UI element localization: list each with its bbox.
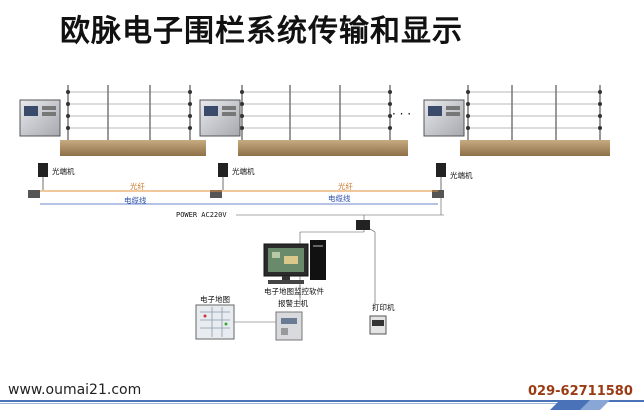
computer-workstation [263,240,326,284]
converter-label: 光端机 [52,166,75,176]
energizer-box [423,99,465,137]
software-label: 电子地图监控软件 [264,286,324,296]
connection-lines [40,177,444,323]
energizer-box [19,99,61,137]
fence-section-1 [19,85,206,198]
map-label: 电子地图 [200,294,230,304]
ellipsis: · · · [392,107,411,121]
printer-label: 打印机 [372,302,395,312]
optical-converter [436,163,446,177]
electronic-map [195,304,235,340]
converter-label: 光端机 [450,170,473,180]
fence-section-2 [199,85,408,198]
cable-label: 电缆线 [124,195,147,205]
optical-converter [218,163,228,177]
fence-ground [238,140,408,156]
converter-label: 光端机 [232,166,255,176]
keyboard [268,280,304,284]
alarm-host [275,311,303,341]
optical-converter [38,163,48,177]
energizer-box [199,99,241,137]
junction-box [28,190,40,198]
junction-box [432,190,444,198]
printer [369,315,387,335]
cable-label: 电缆线 [328,193,351,203]
fence-ground [60,140,206,156]
website-url: www.oumai21.com [8,382,142,398]
fiber-label: 光纤 [338,181,353,191]
fence-section-3 [423,85,610,198]
central-converter [356,220,370,230]
fence-ground [460,140,610,156]
fiber-label: 光纤 [130,181,145,191]
phone-number: 029-62711580 [528,384,633,399]
computer-tower [310,240,326,280]
footer-accent-bar [0,400,644,410]
junction-box [210,190,222,198]
alarm-host-label: 报警主机 [278,298,308,308]
power-label: POWER AC220V [176,211,227,219]
page-title: 欧脉电子围栏系统传输和显示 [60,14,463,49]
